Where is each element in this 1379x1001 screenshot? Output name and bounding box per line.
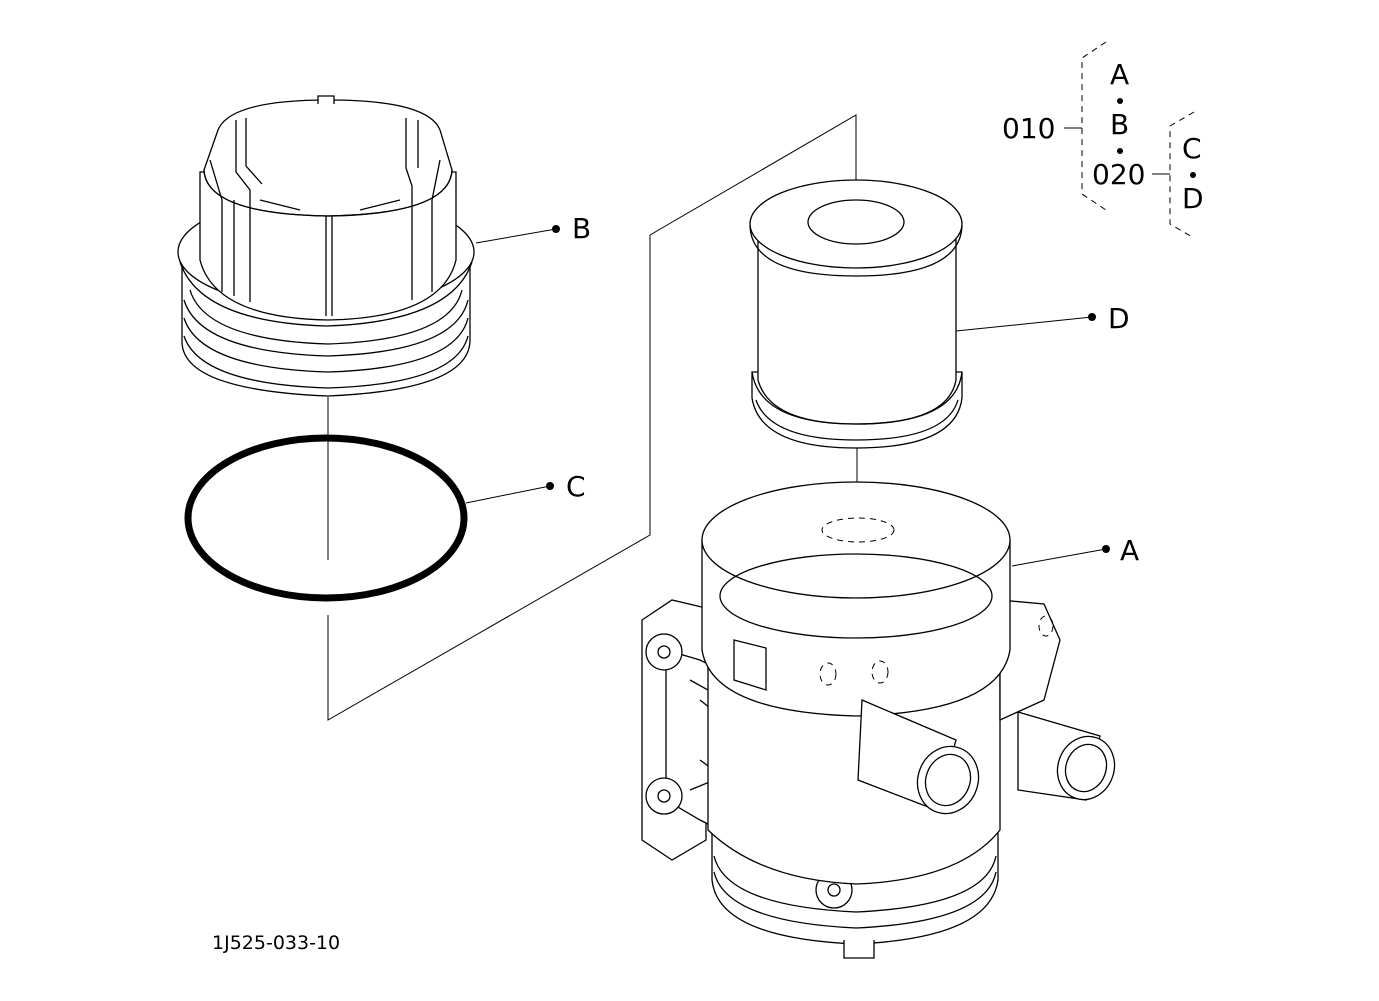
- callout-c: C: [465, 470, 586, 504]
- filter-element: [749, 179, 963, 449]
- legend-item-b: B: [1110, 108, 1129, 141]
- legend-item-c: C: [1182, 132, 1202, 165]
- callout-c-label: C: [566, 470, 586, 503]
- filter-housing: [641, 481, 1116, 959]
- assembly-legend: 010 A B 020 C D: [1002, 41, 1204, 239]
- legend-item-a: A: [1110, 58, 1129, 91]
- legend-code-010: 010: [1002, 112, 1055, 145]
- figure-code: 1J525-033-10: [212, 932, 340, 954]
- callout-a: A: [1011, 534, 1139, 567]
- legend-code-020: 020: [1092, 158, 1145, 191]
- filter-cap: [177, 95, 475, 397]
- callout-b: B: [475, 212, 591, 245]
- callout-d-label: D: [1108, 302, 1130, 335]
- callout-b-label: B: [572, 212, 591, 245]
- callout-a-label: A: [1120, 534, 1139, 567]
- o-ring: [184, 434, 468, 602]
- callout-d: D: [955, 302, 1130, 335]
- legend-item-d: D: [1182, 182, 1204, 215]
